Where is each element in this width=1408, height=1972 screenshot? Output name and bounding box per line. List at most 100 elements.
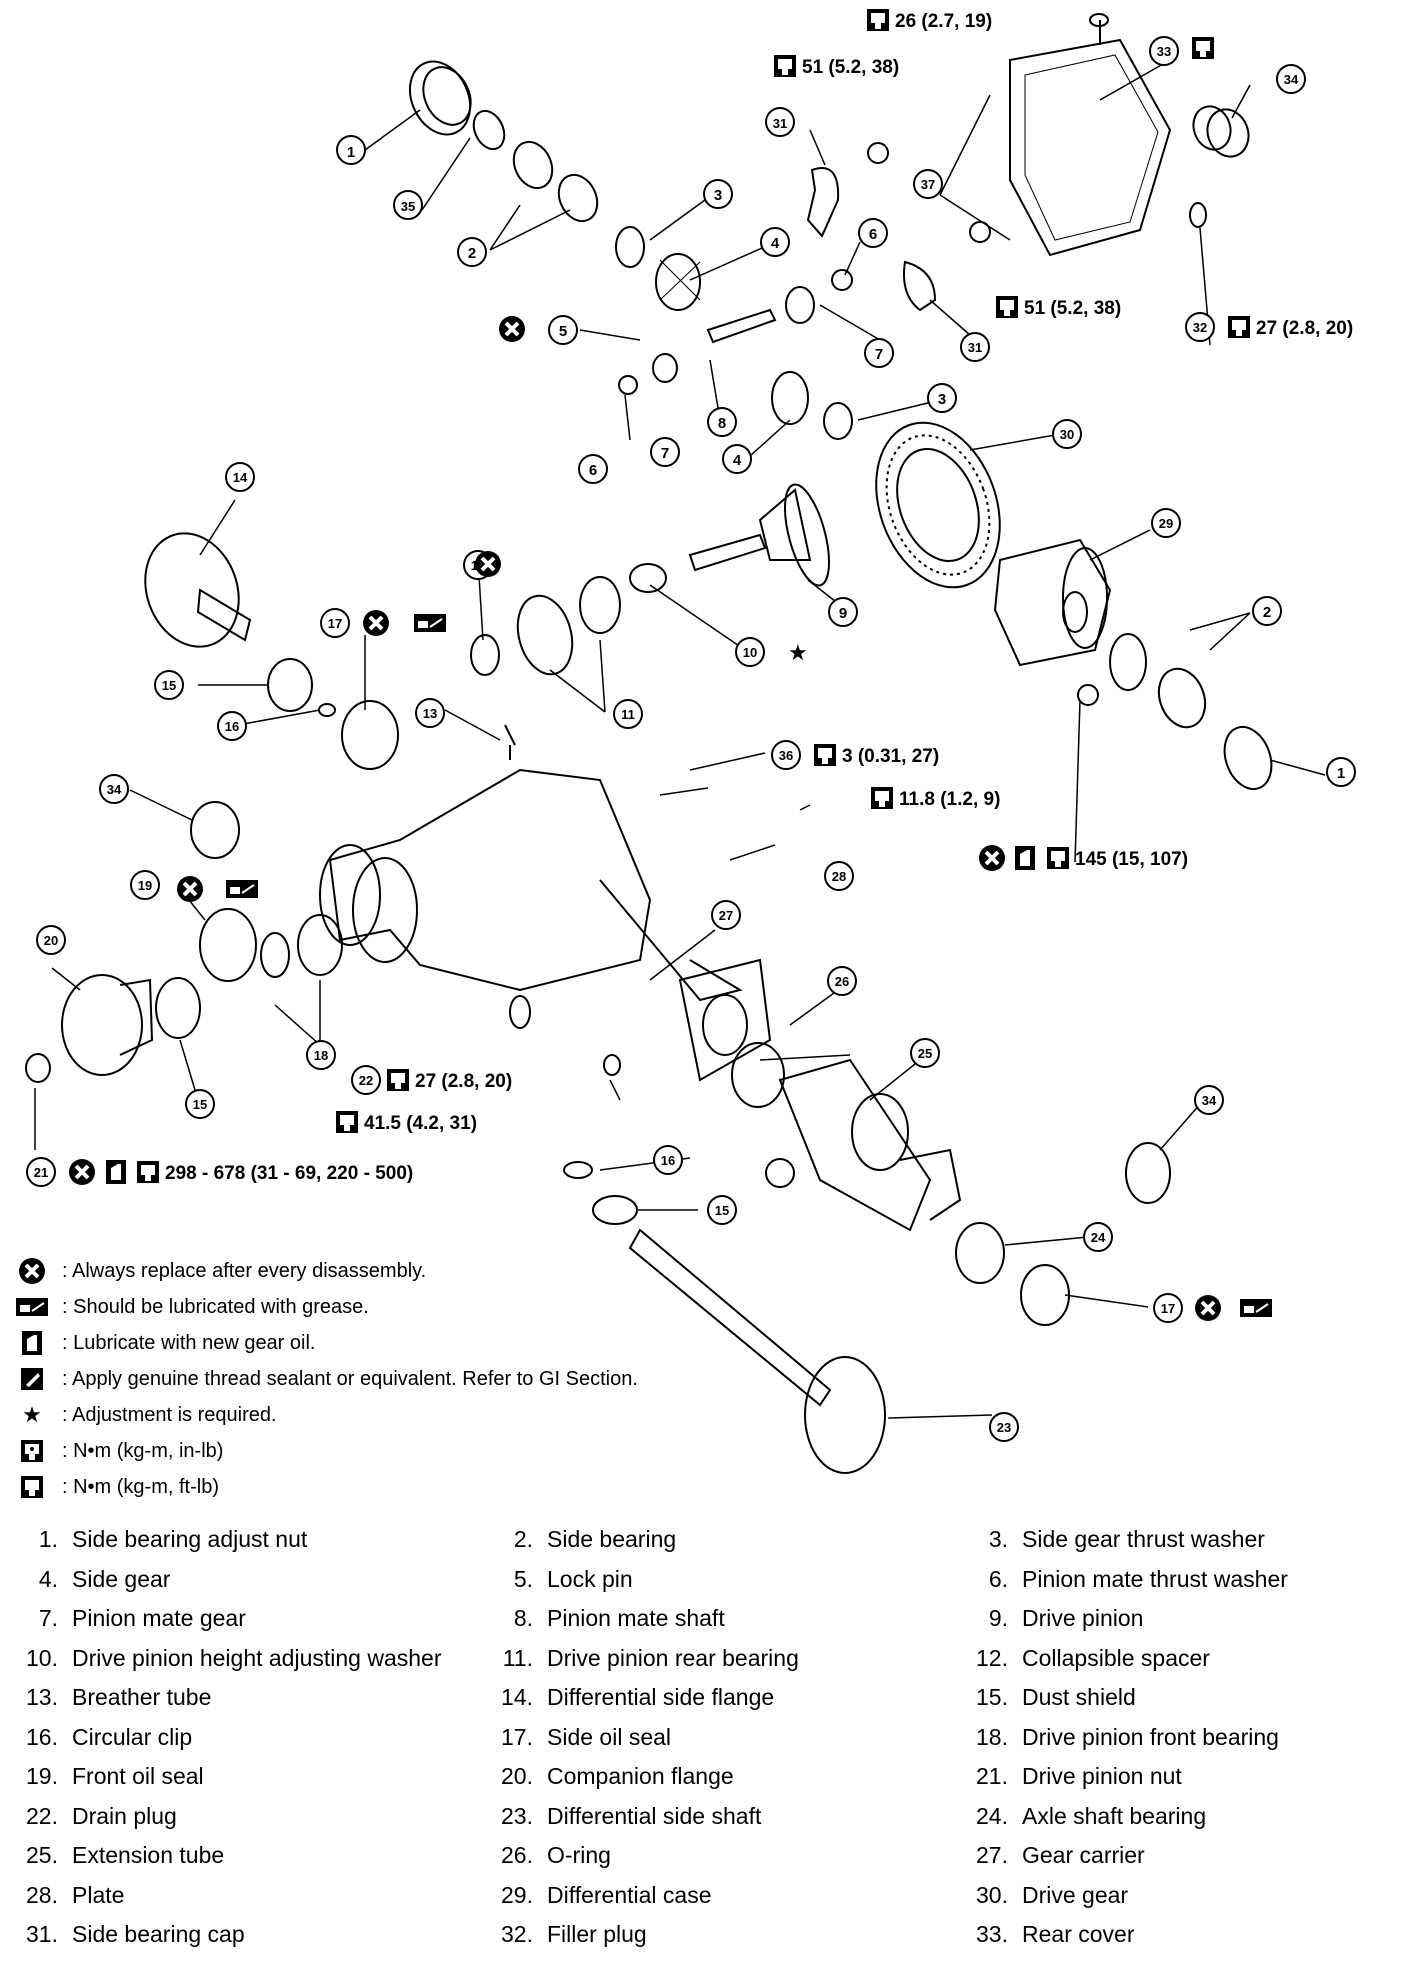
part-name: Filler plug	[547, 1921, 647, 1948]
part-name: Side bearing	[547, 1526, 677, 1553]
part-name: Drive pinion height adjusting washer	[72, 1644, 442, 1671]
part-number: 4.	[38, 1565, 58, 1592]
adjust-star-10: ★	[788, 640, 808, 665]
drive-pinion	[470, 483, 830, 676]
torque-51-mid: 51 (5.2, 38)	[1024, 298, 1121, 319]
part-entry: 1. Side bearing adjust nut	[0, 1526, 475, 1553]
callout-21: 21	[34, 1165, 48, 1180]
callout-36: 36	[779, 748, 793, 763]
bearing-race-34-top	[1192, 105, 1250, 158]
part-number: 27.	[976, 1842, 1008, 1869]
part-entry: 16.Circular clip	[0, 1724, 475, 1751]
part-name: Collapsible spacer	[1022, 1644, 1210, 1671]
part-number: 8.	[513, 1605, 533, 1632]
drive-gear	[875, 421, 1001, 589]
parts-list: 1. Side bearing adjust nut 2.Side bearing 3…	[0, 1520, 1408, 1955]
legend-text: : Adjustment is required.	[62, 1403, 277, 1426]
part-number: 23.	[501, 1802, 533, 1829]
callout-15: 15	[162, 678, 176, 693]
torque-26: 26 (2.7, 19)	[895, 11, 992, 32]
callout-7: 7	[661, 445, 669, 462]
part-entry: 25.Extension tube	[0, 1842, 475, 1869]
part-entry: 24.Axle shaft bearing	[950, 1803, 1400, 1830]
sealant-icon	[10, 1364, 54, 1394]
legend-text: : Lubricate with new gear oil.	[62, 1331, 316, 1354]
torque-145: 145 (15, 107)	[1075, 849, 1188, 870]
part-name: Breather tube	[72, 1684, 212, 1711]
callout-4: 4	[771, 235, 780, 252]
part-entry: 29.Differential case	[475, 1882, 950, 1909]
legend-row: : N•m (kg-m, ft-lb)	[10, 1469, 910, 1505]
torque-11-8: 11.8 (1.2, 9)	[899, 789, 1000, 810]
callout-17: 17	[328, 616, 342, 631]
legend-text: : N•m (kg-m, ft-lb)	[62, 1475, 219, 1498]
legend-row: : Always replace after every disassembly…	[10, 1253, 910, 1289]
callout-3: 3	[938, 391, 946, 408]
part-entry: 2.Side bearing	[475, 1526, 950, 1553]
callout-37: 37	[921, 177, 935, 192]
part-number: 16.	[26, 1723, 58, 1750]
torque-3: 3 (0.31, 27)	[842, 746, 939, 767]
part-entry: 23.Differential side shaft	[475, 1803, 950, 1830]
pinion-mate-shaft	[618, 269, 853, 395]
part-number: 9.	[988, 1605, 1008, 1632]
callout-18: 18	[314, 1048, 328, 1063]
torque-inlb-icon	[10, 1436, 54, 1466]
callout-1: 1	[347, 144, 355, 161]
part-name: Lock pin	[547, 1565, 633, 1592]
part-entry: 10.Drive pinion height adjusting washer	[0, 1645, 475, 1672]
part-number: 18.	[976, 1723, 1008, 1750]
legend-row: : Should be lubricated with grease.	[10, 1289, 910, 1325]
callout-28: 28	[832, 869, 846, 884]
part-name: Drain plug	[72, 1802, 177, 1829]
part-entry: 33.Rear cover	[950, 1921, 1400, 1948]
callout-35: 35	[401, 199, 415, 214]
part-number: 13.	[26, 1684, 58, 1711]
oil-icon	[10, 1328, 54, 1358]
part-name: Dust shield	[1022, 1684, 1136, 1711]
side-bearing-adjust-nut-top	[408, 60, 472, 136]
callout-34: 34	[1284, 72, 1299, 87]
legend-row: : N•m (kg-m, in-lb)	[10, 1433, 910, 1469]
part-entry: 11.Drive pinion rear bearing	[475, 1645, 950, 1672]
side-gear-lower	[771, 371, 853, 440]
differential-case	[993, 538, 1273, 790]
part-number: 31.	[26, 1921, 58, 1948]
callout-15: 15	[193, 1097, 207, 1112]
part-entry: 19.Front oil seal	[0, 1763, 475, 1790]
part-name: Differential case	[547, 1881, 712, 1908]
part-name: O-ring	[547, 1842, 611, 1869]
part-entry: 4.Side gear	[0, 1566, 475, 1593]
filler-plug-top	[1189, 202, 1207, 228]
part-name: Pinion mate shaft	[547, 1605, 725, 1632]
part-number: 3.	[988, 1526, 1008, 1553]
legend-row: : Lubricate with new gear oil.	[10, 1325, 910, 1361]
part-entry: 26. O-ring	[475, 1842, 950, 1869]
part-number: 30.	[976, 1881, 1008, 1908]
part-entry: 18.Drive pinion front bearing	[950, 1724, 1400, 1751]
part-entry: 31.Side bearing cap	[0, 1921, 475, 1948]
callout-24: 24	[1091, 1230, 1106, 1245]
spec-symbols: ★	[67, 9, 1273, 1323]
part-number: 1.	[38, 1526, 58, 1553]
part-entry: 20.Companion flange	[475, 1763, 950, 1790]
part-number: 26.	[501, 1842, 533, 1869]
part-number: 12.	[976, 1644, 1008, 1671]
callout-33: 33	[1157, 44, 1171, 59]
callout-3: 3	[714, 187, 722, 204]
torque-298: 298 - 678 (31 - 69, 220 - 500)	[165, 1163, 413, 1184]
callout-22: 22	[359, 1073, 373, 1088]
part-number: 5.	[513, 1565, 533, 1592]
replace-icon	[10, 1256, 54, 1286]
callout-6: 6	[589, 462, 597, 479]
callout-34: 34	[1202, 1093, 1217, 1108]
legend-row: ★ : Adjustment is required.	[10, 1397, 910, 1433]
part-name: Side bearing adjust nut	[72, 1526, 308, 1553]
callout-17: 17	[1161, 1301, 1175, 1316]
part-entry: 14.Differential side flange	[475, 1684, 950, 1711]
part-number: 25.	[26, 1842, 58, 1869]
extension-tube	[731, 1042, 962, 1232]
